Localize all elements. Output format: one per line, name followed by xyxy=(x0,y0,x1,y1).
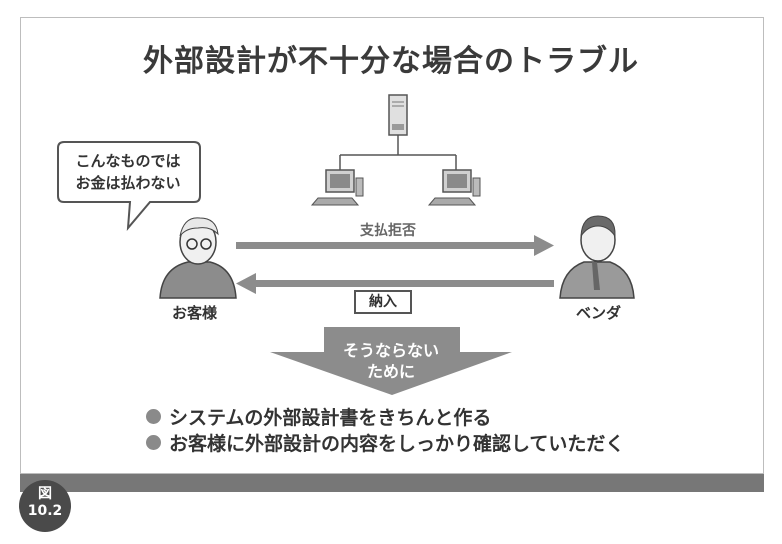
bullet-dot-icon xyxy=(146,434,161,450)
bullet-list: システムの外部設計書をきちんと作る お客様に外部設計の内容をしっかり確認していた… xyxy=(146,403,624,455)
customer-label: お客様 xyxy=(172,304,218,322)
bullet-dot-icon xyxy=(146,408,161,424)
bottom-bar xyxy=(20,474,764,492)
figure-badge-label: 図 xyxy=(38,486,52,502)
delivery-arrow xyxy=(236,273,554,294)
network-lines xyxy=(339,135,457,170)
speech-line-1: こんなものでは xyxy=(75,152,181,170)
speech-bubble-text: こんなものでは お金は払わない xyxy=(64,150,192,194)
computer-right-icon xyxy=(427,169,481,206)
server-icon xyxy=(388,94,408,136)
speech-bubble xyxy=(57,141,201,232)
bullet-item: システムの外部設計書をきちんと作る xyxy=(146,403,624,429)
payment-refusal-arrow xyxy=(236,235,554,256)
diagram-title: 外部設計が不十分な場合のトラブル xyxy=(143,44,639,79)
payment-refusal-label: 支払拒否 xyxy=(360,223,416,239)
bullet-item: お客様に外部設計の内容をしっかり確認していただく xyxy=(146,429,624,455)
computer-left-icon xyxy=(310,169,364,206)
funnel-line-2: ために xyxy=(366,362,415,381)
delivery-label: 納入 xyxy=(354,290,412,314)
customer-figure xyxy=(159,217,237,299)
bullet-text: システムの外部設計書をきちんと作る xyxy=(169,406,492,429)
bullet-text: お客様に外部設計の内容をしっかり確認していただく xyxy=(169,432,625,455)
speech-line-2: お金は払わない xyxy=(75,174,181,192)
figure-number-badge: 図 10.2 xyxy=(19,480,71,532)
funnel-line-1: そうならない xyxy=(342,341,439,360)
vendor-label: ベンダ xyxy=(576,304,622,322)
funnel-text: そうならない ために xyxy=(300,340,482,382)
vendor-figure xyxy=(559,215,635,299)
funnel-arrow xyxy=(270,327,512,395)
figure-badge-number: 10.2 xyxy=(27,503,63,519)
